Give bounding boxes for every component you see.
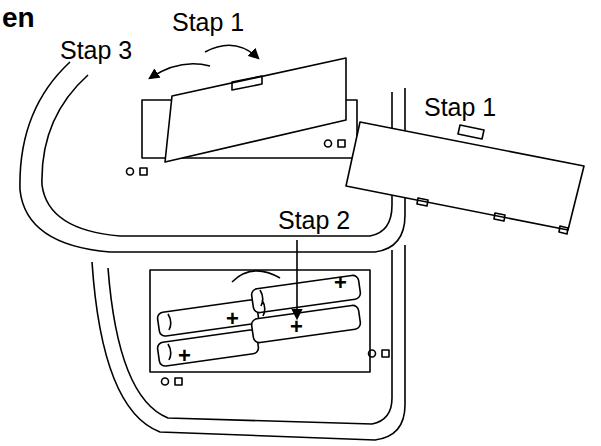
battery-cover [346, 122, 584, 230]
step-label: Stap 3 [60, 38, 132, 63]
indicator-square [140, 168, 147, 175]
indicator-square [338, 140, 345, 147]
polarity-mark: + [290, 316, 303, 338]
device-housing [92, 245, 405, 440]
indicator-circle [369, 350, 376, 357]
indicator-square [382, 350, 389, 357]
rotate-arrow [205, 45, 258, 58]
polarity-mark: + [178, 345, 191, 367]
step-label: Stap 2 [278, 208, 350, 233]
cover-clip [417, 198, 568, 234]
polarity-mark: + [334, 272, 347, 294]
indicator-circle [325, 140, 332, 147]
coin-cell [232, 271, 280, 282]
battery [157, 329, 259, 367]
battery [251, 305, 361, 344]
leader-arrow [296, 240, 298, 318]
rotate-arrow [150, 64, 210, 78]
heading: en [2, 4, 35, 32]
polarity-mark: + [226, 308, 239, 330]
indicator-circle [162, 378, 169, 385]
battery-compartment [150, 270, 370, 372]
step-label: Stap 1 [172, 10, 244, 35]
step-label: Stap 1 [424, 95, 496, 120]
indicator-circle [127, 168, 134, 175]
indicator-square [175, 378, 182, 385]
cover-tab [232, 76, 262, 90]
device-rim [108, 250, 392, 424]
cover-tab [458, 125, 484, 139]
battery-cover-open [165, 58, 346, 162]
